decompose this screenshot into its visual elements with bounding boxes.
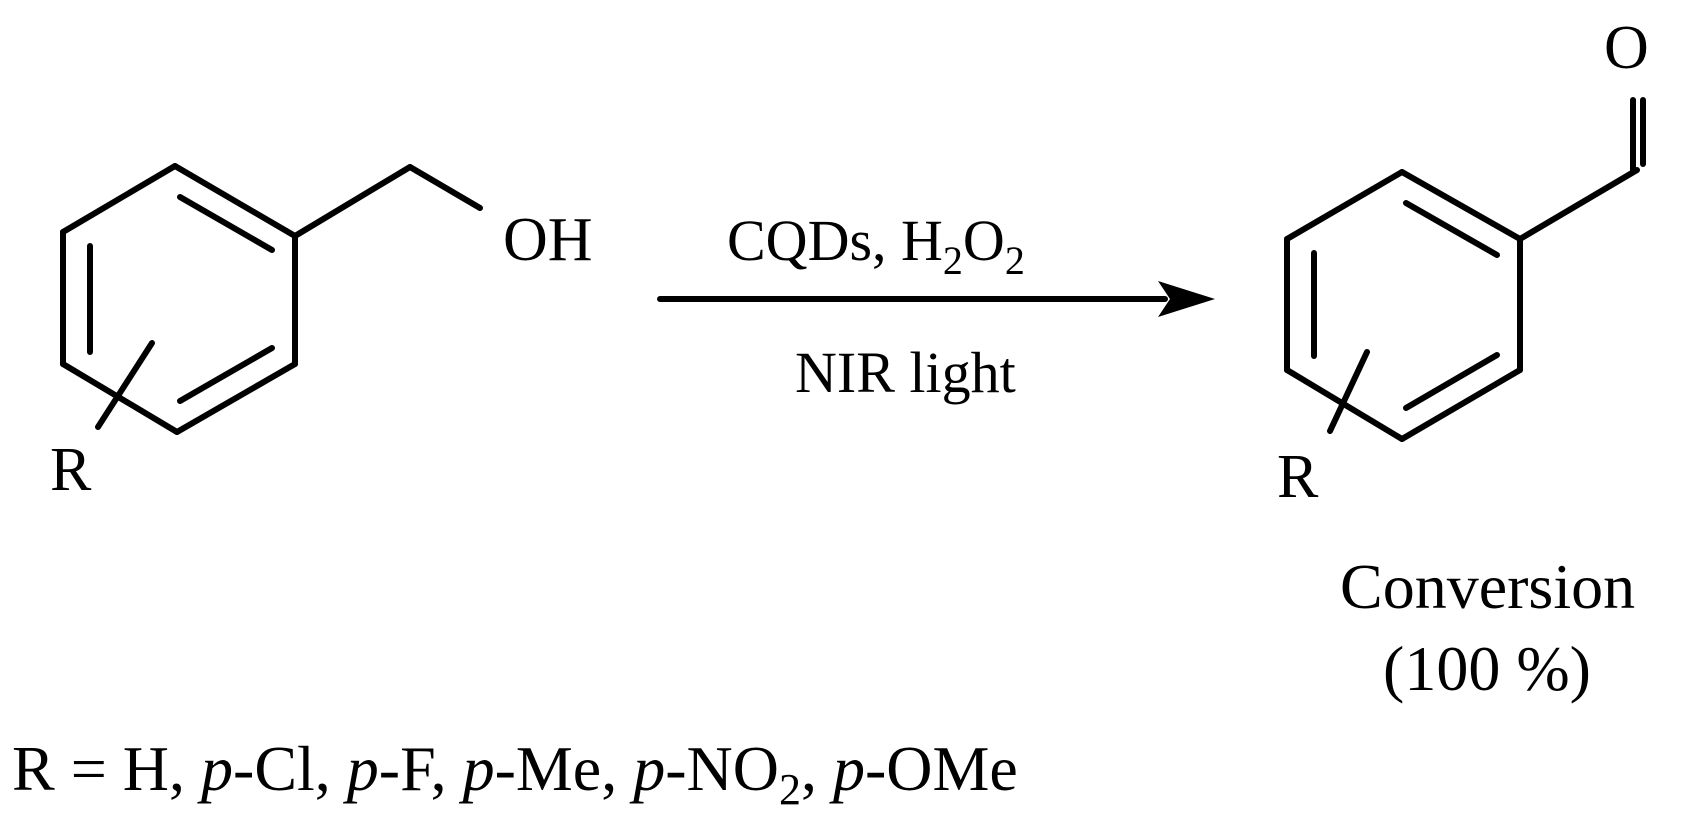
- product-cho-bond: [1517, 167, 1640, 242]
- reactant-substituent-bond: [95, 340, 155, 430]
- substituent-list: R = H, p-Cl, p-F, p-Me, p-NO2, p-OMe: [12, 733, 1018, 814]
- reactant-benzene-ring: [60, 163, 298, 435]
- product-substituent-bond: [1327, 349, 1370, 434]
- product-benzene-ring: [1284, 169, 1523, 442]
- product-substituent-label: R: [1277, 443, 1319, 511]
- conversion-value: (100 %): [1383, 633, 1591, 704]
- arrow-head: [1158, 281, 1215, 317]
- product-benzaldehyde: O R: [1277, 14, 1649, 511]
- reactant-benzyl-alcohol: OH R: [50, 163, 593, 504]
- reaction-arrow: [657, 281, 1215, 317]
- reactant-oh-bond: [407, 164, 483, 211]
- conversion-label: Conversion: [1340, 551, 1635, 622]
- reaction-conditions-below: NIR light: [795, 340, 1016, 405]
- reactant-hydroxyl-label: OH: [503, 206, 593, 274]
- reactant-substituent-label: R: [50, 436, 92, 504]
- reactant-ch2-bond: [292, 164, 413, 239]
- reaction-conditions-above: CQDs, H2O2: [727, 208, 1025, 283]
- product-oxygen-label: O: [1604, 14, 1649, 82]
